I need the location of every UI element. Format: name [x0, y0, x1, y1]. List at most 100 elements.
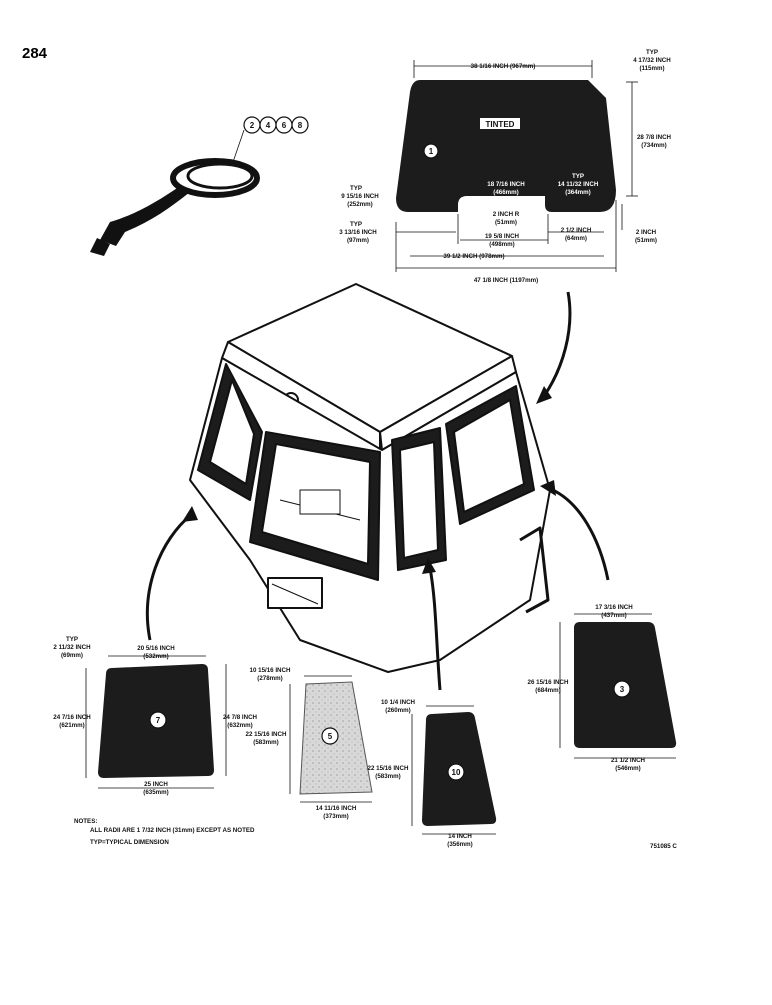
svg-text:5: 5: [328, 732, 333, 741]
cab-illustration: [189, 283, 551, 673]
svg-text:14 11/16 INCH: 14 11/16 INCH: [316, 805, 357, 812]
panel-5-diagram: 5: [289, 675, 373, 803]
svg-text:(546mm): (546mm): [615, 765, 640, 772]
svg-text:9 15/16 INCH: 9 15/16 INCH: [341, 193, 379, 200]
tinted-label-box: [480, 118, 520, 129]
windshield-dimensions: 38 1/16 INCH (967mm) TYP 4 17/32 INCH (1…: [339, 49, 671, 284]
svg-text:2 1/2 INCH: 2 1/2 INCH: [561, 227, 592, 234]
svg-text:10 1/4 INCH: 10 1/4 INCH: [381, 699, 416, 706]
callout-1: 1: [423, 143, 439, 159]
svg-text:TYP: TYP: [350, 221, 362, 228]
svg-text:24 7/8 INCH: 24 7/8 INCH: [223, 714, 258, 721]
callout-5: 5: [321, 727, 339, 745]
svg-text:(64mm): (64mm): [565, 235, 587, 242]
svg-text:(51mm): (51mm): [635, 237, 657, 244]
notes-line-1: ALL RADII ARE 1 7/32 INCH (31mm) EXCEPT …: [90, 827, 255, 834]
svg-text:18 7/16 INCH: 18 7/16 INCH: [487, 181, 525, 188]
svg-text:4: 4: [266, 121, 271, 130]
svg-text:1: 1: [429, 147, 434, 156]
callout-7: 7: [149, 711, 167, 729]
svg-text:TYP: TYP: [572, 173, 584, 180]
svg-text:21 1/2 INCH: 21 1/2 INCH: [611, 757, 646, 764]
svg-text:19 5/8 INCH: 19 5/8 INCH: [485, 233, 520, 240]
panel-3-diagram: 3: [559, 613, 677, 759]
svg-text:(97mm): (97mm): [347, 237, 369, 244]
svg-text:14 INCH: 14 INCH: [448, 833, 472, 840]
svg-text:4 17/32 INCH: 4 17/32 INCH: [633, 57, 671, 64]
svg-text:6: 6: [282, 121, 287, 130]
callout-2: 2: [243, 116, 261, 134]
svg-text:20 5/16 INCH: 20 5/16 INCH: [137, 645, 175, 652]
callout-3: 3: [613, 680, 631, 698]
svg-text:17 3/16 INCH: 17 3/16 INCH: [595, 604, 633, 611]
svg-text:14 11/32 INCH: 14 11/32 INCH: [558, 181, 599, 188]
svg-text:25 INCH: 25 INCH: [144, 781, 168, 788]
svg-text:38 1/16 INCH (967mm): 38 1/16 INCH (967mm): [471, 63, 536, 70]
callout-10: 10: [447, 763, 465, 781]
svg-text:(260mm): (260mm): [385, 707, 410, 714]
panel-7-dimensions: TYP 2 11/32 INCH (69mm) 20 5/16 INCH (53…: [53, 636, 257, 796]
cord-callouts: 2 4 6 8: [243, 116, 309, 134]
svg-text:(734mm): (734mm): [641, 142, 666, 149]
svg-text:2: 2: [250, 121, 255, 130]
panel-10-diagram: 10: [411, 705, 497, 835]
svg-text:(437mm): (437mm): [601, 612, 626, 619]
svg-text:24 7/16 INCH: 24 7/16 INCH: [53, 714, 91, 721]
svg-text:(466mm): (466mm): [493, 189, 518, 196]
svg-text:(632mm): (632mm): [227, 722, 252, 729]
svg-text:26 15/16 INCH: 26 15/16 INCH: [528, 679, 569, 686]
callout-8: 8: [291, 116, 309, 134]
svg-text:TYP: TYP: [350, 185, 362, 192]
svg-text:10: 10: [452, 768, 461, 777]
svg-text:(69mm): (69mm): [61, 652, 83, 659]
svg-text:(356mm): (356mm): [447, 841, 472, 848]
arrow-heads: [182, 386, 556, 574]
svg-text:39 1/2 INCH (978mm): 39 1/2 INCH (978mm): [443, 253, 504, 260]
svg-text:(278mm): (278mm): [257, 675, 282, 682]
panel-10-dimensions: 10 1/4 INCH (260mm) 22 15/16 INCH (583mm…: [368, 699, 473, 848]
svg-text:(51mm): (51mm): [495, 219, 517, 226]
svg-text:47 1/8 INCH (1197mm): 47 1/8 INCH (1197mm): [474, 277, 538, 284]
svg-text:3 13/16 INCH: 3 13/16 INCH: [339, 229, 377, 236]
svg-text:2 INCH: 2 INCH: [636, 229, 657, 236]
notes-block: NOTES: ALL RADII ARE 1 7/32 INCH (31mm) …: [74, 818, 255, 846]
panel-5-dimensions: 10 15/16 INCH (278mm) 22 15/16 INCH (583…: [246, 667, 357, 820]
svg-text:22 15/16 INCH: 22 15/16 INCH: [246, 731, 287, 738]
svg-text:(532mm): (532mm): [143, 653, 168, 660]
svg-text:(583mm): (583mm): [253, 739, 278, 746]
svg-text:(621mm): (621mm): [59, 722, 84, 729]
notes-line-2: TYP=TYPICAL DIMENSION: [90, 839, 169, 846]
svg-text:7: 7: [156, 716, 161, 725]
figure-code: 751085 C: [650, 843, 677, 850]
svg-text:2 11/32 INCH: 2 11/32 INCH: [53, 644, 91, 651]
pointer-arrows: [145, 291, 610, 691]
svg-text:3: 3: [620, 685, 625, 694]
svg-text:8: 8: [298, 121, 303, 130]
svg-text:TYP: TYP: [646, 49, 658, 56]
weather-strip-icon: [90, 158, 260, 256]
svg-text:(635mm): (635mm): [143, 789, 168, 796]
svg-text:(364mm): (364mm): [565, 189, 590, 196]
svg-text:(115mm): (115mm): [639, 65, 664, 72]
svg-text:(498mm): (498mm): [489, 241, 514, 248]
page-number: 284: [22, 45, 48, 62]
tinted-label: TINTED: [486, 120, 515, 129]
svg-text:TYP: TYP: [66, 636, 78, 643]
svg-text:10 15/16 INCH: 10 15/16 INCH: [250, 667, 291, 674]
svg-text:22 15/16 INCH: 22 15/16 INCH: [368, 765, 409, 772]
notes-heading: NOTES:: [74, 818, 97, 825]
svg-text:2 INCH R: 2 INCH R: [493, 211, 520, 218]
panel-3-dimensions: 17 3/16 INCH (437mm) 26 15/16 INCH (684m…: [528, 604, 646, 772]
svg-text:(373mm): (373mm): [323, 813, 348, 820]
callout-4: 4: [259, 116, 277, 134]
svg-text:(684mm): (684mm): [535, 687, 560, 694]
svg-text:(583mm): (583mm): [375, 773, 400, 780]
panel-7-diagram: 7: [85, 655, 227, 789]
windshield-glass: [396, 80, 616, 212]
callout-6: 6: [275, 116, 293, 134]
svg-text:28 7/8 INCH: 28 7/8 INCH: [637, 134, 672, 141]
windshield-diagram: TINTED 1: [395, 60, 638, 272]
svg-text:(252mm): (252mm): [347, 201, 372, 208]
